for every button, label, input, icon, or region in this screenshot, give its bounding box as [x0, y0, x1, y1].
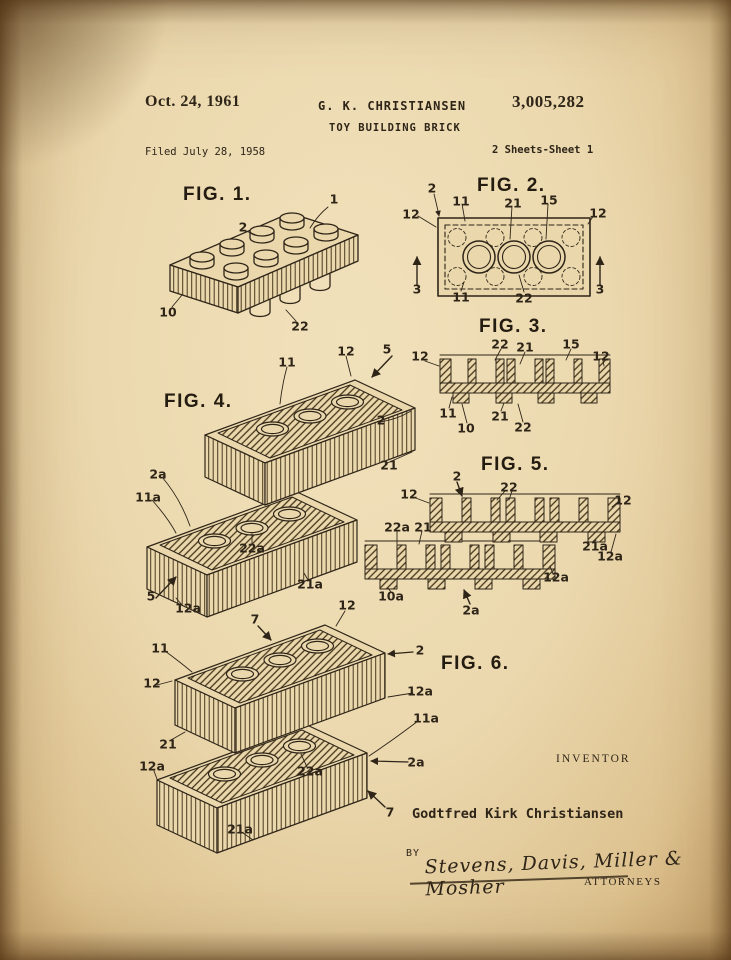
- sheet-count: 2 Sheets-Sheet 1: [492, 144, 594, 156]
- fig4-drawing: [146, 355, 416, 618]
- inventor-caption: INVENTOR: [556, 753, 631, 765]
- inventor-short-name: G. K. CHRISTIANSEN: [318, 99, 467, 113]
- fig2-label: FIG. 2.: [477, 175, 546, 196]
- fig3-label: FIG. 3.: [479, 316, 548, 337]
- attorneys-caption: ATTORNEYS: [584, 876, 662, 888]
- fig1-label: FIG. 1.: [183, 184, 252, 205]
- patent-number: 3,005,282: [512, 92, 585, 111]
- fig1-drawing: [169, 206, 359, 322]
- attorney-signature: Stevens, Davis, Miller & Mosher: [424, 847, 684, 901]
- filed-date: Filed July 28, 1958: [145, 146, 266, 158]
- patent-date: Oct. 24, 1961: [145, 93, 241, 110]
- fig6-label: FIG. 6.: [441, 653, 510, 674]
- fig5-drawing: [364, 481, 621, 605]
- patent-title: TOY BUILDING BRICK: [329, 122, 461, 134]
- inventor-name: Godtfred Kirk Christiansen: [412, 806, 624, 822]
- by-label: BY: [406, 848, 421, 859]
- fig6-drawing: [153, 610, 419, 854]
- fig4-label: FIG. 4.: [164, 391, 233, 412]
- fig5-label: FIG. 5.: [481, 454, 550, 475]
- fig2-drawing: [412, 193, 605, 297]
- fig3-drawing: [424, 348, 611, 424]
